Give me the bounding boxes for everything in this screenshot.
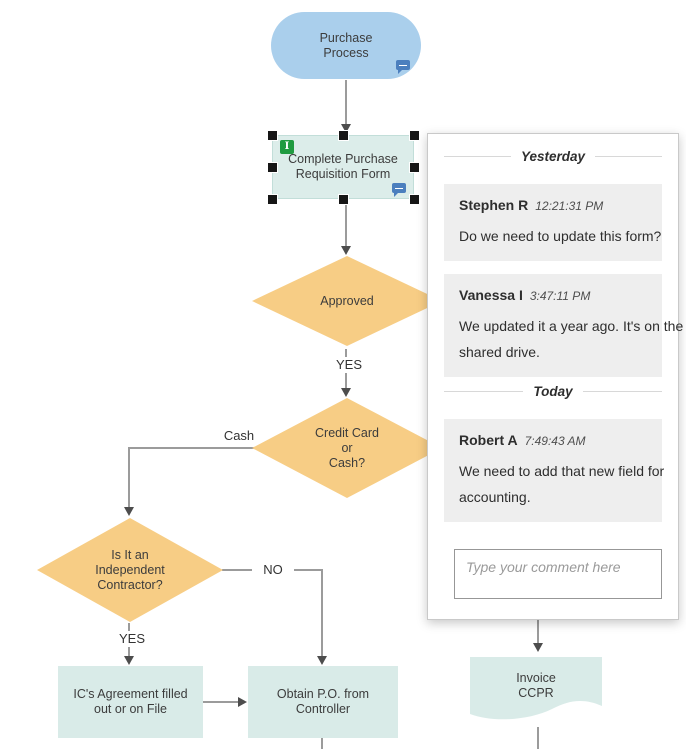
node-label: out or on File — [94, 702, 167, 716]
connector-start-to-form[interactable] — [345, 80, 347, 124]
comment-card: Stephen R 12:21:31 PM Do we need to updat… — [444, 184, 662, 261]
comment-bubble-stripe — [395, 187, 403, 189]
node-label: Credit Card — [315, 425, 379, 440]
date-divider-yesterday: Yesterday — [444, 149, 663, 164]
selection-handle-e[interactable] — [410, 163, 419, 172]
comment-bubble-tail — [394, 193, 398, 197]
divider-line — [444, 391, 524, 392]
comment-author: Robert A — [459, 432, 518, 448]
connector-below-obtain[interactable] — [321, 738, 323, 749]
node-credit-card-or-cash[interactable]: Credit Card or Cash? — [252, 398, 442, 498]
node-label: Invoice — [516, 671, 556, 685]
comment-timestamp: 7:49:43 AM — [524, 434, 586, 448]
linked-data-badge-icon[interactable]: I — [280, 140, 294, 154]
node-label: Cash? — [328, 455, 366, 470]
divider-label: Today — [533, 384, 573, 399]
node-label: IC's Agreement filled — [73, 687, 188, 701]
arrowhead-into-ic-agreement — [124, 656, 134, 665]
edge-label-no: NO — [252, 562, 294, 578]
comment-author-row: Stephen R 12:21:31 PM — [459, 197, 647, 213]
comment-text: We need to add that new field for accoun… — [459, 463, 665, 505]
selection-handle-ne[interactable] — [410, 131, 419, 140]
connector-into-invoice[interactable] — [537, 619, 539, 643]
comment-author: Stephen R — [459, 197, 529, 213]
comment-author-row: Vanessa I 3:47:11 PM — [459, 287, 647, 303]
connector-form-to-approved[interactable] — [345, 203, 347, 246]
selection-handle-w[interactable] — [268, 163, 277, 172]
date-divider-today: Today — [444, 384, 663, 399]
arrowhead-into-obtain-po-left — [238, 697, 247, 707]
comment-bubble-icon[interactable] — [396, 60, 410, 74]
node-approved[interactable]: Approved — [252, 256, 442, 346]
comment-text: We updated it a year ago. It's on the sh… — [459, 318, 684, 360]
comment-text: Do we need to update this form? — [459, 228, 662, 244]
comment-card: Robert A 7:49:43 AM We need to add that n… — [444, 419, 665, 522]
divider-line — [582, 391, 663, 392]
node-label: Contractor? — [97, 577, 163, 592]
comment-input[interactable] — [454, 549, 662, 599]
node-label: Controller — [295, 702, 351, 716]
divider-line — [444, 156, 511, 157]
node-label: Complete Purchase — [288, 152, 398, 166]
divider-line — [595, 156, 663, 157]
node-obtain-po[interactable]: Obtain P.O. from Controller — [248, 666, 398, 738]
comment-card: Vanessa I 3:47:11 PM We updated it a year… — [444, 274, 684, 377]
comment-timestamp: 3:47:11 PM — [529, 289, 591, 303]
connector-cash-vertical[interactable] — [128, 447, 130, 507]
node-ic-agreement[interactable]: IC's Agreement filled out or on File — [58, 666, 203, 738]
connector-cash-horizontal[interactable] — [129, 447, 256, 449]
arrowhead-into-creditcard — [341, 388, 351, 397]
selection-handle-sw[interactable] — [268, 195, 277, 204]
selection-handle-n[interactable] — [339, 131, 348, 140]
comment-author-row: Robert A 7:49:43 AM — [459, 432, 647, 448]
selection-handle-nw[interactable] — [268, 131, 277, 140]
node-label: Approved — [320, 293, 374, 308]
node-label: Independent — [95, 562, 165, 577]
connector-ic-to-obtain[interactable] — [203, 701, 238, 703]
comment-author: Vanessa I — [459, 287, 523, 303]
comment-timestamp: 12:21:31 PM — [535, 199, 604, 213]
node-label: Purchase — [319, 30, 373, 45]
comments-panel: Yesterday Stephen R 12:21:31 PM Do we nee… — [427, 133, 684, 620]
comment-bubble-stripe — [399, 64, 407, 66]
edge-label-yes-ic: YES — [111, 631, 153, 647]
arrowhead-into-independent — [124, 507, 134, 516]
arrowhead-into-form — [341, 124, 351, 133]
node-independent-contractor[interactable]: Is It an Independent Contractor? — [37, 518, 223, 622]
comment-bubble-icon[interactable] — [392, 183, 406, 197]
node-label: Process — [323, 45, 369, 60]
node-label: or — [341, 440, 353, 455]
edge-label-yes-approved: YES — [328, 357, 370, 373]
selection-handle-s[interactable] — [339, 195, 348, 204]
arrowhead-into-approved — [341, 246, 351, 255]
selection-handle-se[interactable] — [410, 195, 419, 204]
arrowhead-into-obtain-po — [317, 656, 327, 665]
divider-label: Yesterday — [520, 149, 586, 164]
node-label: Is It an — [111, 547, 149, 562]
node-label: CCPR — [518, 686, 554, 700]
node-label: Requisition Form — [295, 167, 391, 181]
arrowhead-into-invoice — [533, 643, 543, 652]
node-invoice-ccpr[interactable]: Invoice CCPR — [468, 654, 604, 726]
comment-bubble-tail — [398, 70, 402, 74]
node-label: Obtain P.O. from — [276, 687, 370, 701]
document-shape — [470, 657, 602, 720]
edge-label-cash: Cash — [216, 428, 262, 444]
connector-no-vertical[interactable] — [321, 569, 323, 656]
connector-below-invoice[interactable] — [537, 727, 539, 749]
